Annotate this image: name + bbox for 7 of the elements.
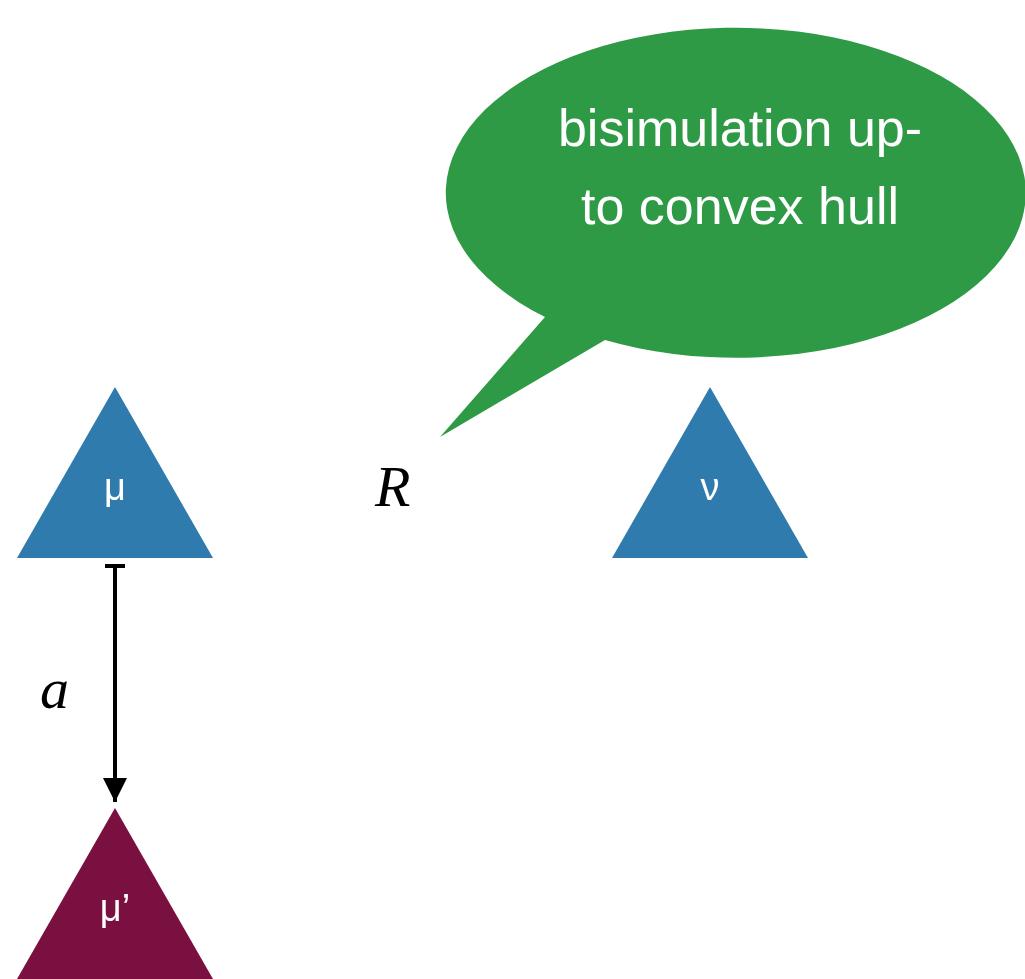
triangle-label: ν bbox=[700, 468, 720, 506]
edge-label: a bbox=[40, 660, 69, 718]
arrow bbox=[103, 564, 127, 802]
bubble-text: bisimulation up-to convex hull bbox=[556, 98, 924, 237]
relation-label: R bbox=[375, 458, 411, 516]
triangle-label: μ’ bbox=[99, 889, 131, 927]
triangle-label: μ bbox=[104, 468, 126, 506]
